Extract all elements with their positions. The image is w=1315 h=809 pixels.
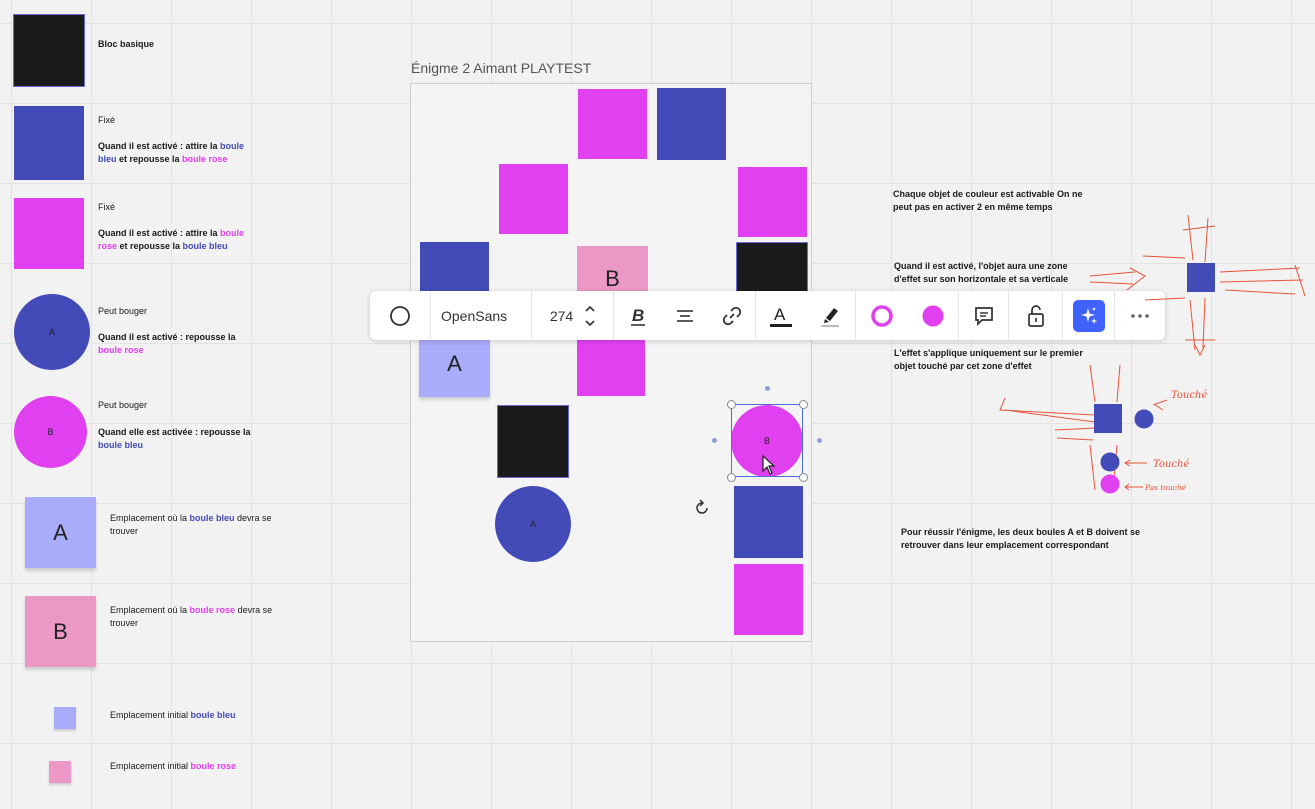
puzzle-sticky-b[interactable]: B [577,246,648,292]
legend-ball-b[interactable]: B [14,396,87,468]
legend-blue-fixed-title: Fixé [98,115,116,125]
link-icon[interactable] [716,300,748,332]
connector-dot[interactable] [817,438,822,443]
align-center-icon[interactable] [669,300,701,332]
more-icon[interactable] [1124,300,1156,332]
svg-text:B: B [632,306,644,325]
connector-dot[interactable] [712,438,717,443]
rotate-icon[interactable] [693,499,711,517]
selection-box [731,404,803,477]
legend-sticky-b[interactable]: B [25,596,96,667]
legend-pink-fixed-title: Fixé [98,202,116,212]
puzzle-pink-block[interactable] [499,164,568,234]
font-size-stepper[interactable] [585,305,595,327]
legend-initial-blue-marker[interactable] [54,707,76,729]
puzzle-ball-b-label: B [763,436,770,446]
legend-sticky-a-letter: A [53,519,68,545]
puzzle-black-block[interactable] [497,405,569,478]
resize-handle[interactable] [727,400,736,409]
puzzle-sticky-b-letter: B [605,266,620,291]
svg-text:A: A [774,305,786,324]
legend-blue-fixed-block[interactable] [14,106,84,180]
connector-dot[interactable] [765,386,770,391]
frame-title[interactable]: Énigme 2 Aimant PLAYTEST [411,60,592,76]
note-first-object[interactable]: L'effet s'applique uniquement sur le pre… [894,348,1083,371]
context-toolbar: OpenSans 274 B A [370,291,1165,340]
chevron-down-icon[interactable] [585,319,595,327]
touch-example-sketch[interactable]: Touché Touché Pas touché [995,360,1210,500]
puzzle-ball-a[interactable]: A [495,486,571,562]
puzzle-pink-block[interactable] [738,167,807,237]
legend-sticky-a[interactable]: A [25,497,96,568]
puzzle-black-block[interactable] [736,242,808,292]
highlight-icon[interactable] [814,300,846,332]
legend-ball-b-desc: Quand elle est activée : repousse la bou… [98,427,251,450]
legend-ball-a-label: A [48,327,55,337]
puzzle-ball-a-label: A [529,519,536,529]
toolbar-ai-segment [1063,291,1115,340]
note-win-condition[interactable]: Pour réussir l'énigme, les deux boules A… [901,527,1141,550]
font-family-dropdown[interactable]: OpenSans [431,291,532,340]
legend-pink-fixed-desc: Quand il est activé : attire la boule ro… [98,228,245,251]
puzzle-pink-block[interactable] [734,564,803,635]
toolbar-color-text-segment: A [756,291,856,340]
puzzle-blue-block[interactable] [657,88,726,160]
circle-shape-icon[interactable] [384,300,416,332]
toolbar-shape-color-segment [856,291,959,340]
legend-ball-a-desc: Quand il est activé : repousse la boule … [98,332,236,355]
legend-basic-block-label: Bloc basique [98,39,155,49]
sketch-touche-label-1: Touché [1171,390,1207,401]
toolbar-shape-segment [370,291,431,340]
puzzle-pink-block[interactable] [578,89,647,159]
ai-sparkle-icon[interactable] [1072,299,1105,332]
cursor-icon [762,455,776,475]
toolbar-more-segment [1115,291,1165,340]
legend-ball-a[interactable]: A [14,294,90,370]
effect-zone-sketch[interactable] [1085,210,1310,360]
legend-basic-block[interactable] [13,14,85,87]
sketch-pas-touche-label: Pas touché [1144,483,1187,492]
legend-ball-b-label: B [47,427,54,437]
legend-initial-pink-label: Emplacement initial boule rose [110,761,237,771]
legend-blue-fixed-desc: Quand il est activé : attire la boule bl… [98,141,245,164]
resize-handle[interactable] [727,473,736,482]
toolbar-lock-segment [1009,291,1063,340]
legend-ball-b-title: Peut bouger [98,400,148,410]
puzzle-sticky-a[interactable]: A [419,340,490,397]
font-size-value: 274 [549,307,574,324]
fill-color-icon[interactable] [917,300,949,332]
font-size-control[interactable]: 274 [532,291,614,340]
bold-icon[interactable]: B [622,300,654,332]
legend-sticky-b-desc: Emplacement où la boule rose devra se tr… [110,605,273,628]
toolbar-text-format-segment: B [614,291,756,340]
legend-pink-fixed-block[interactable] [14,198,84,269]
legend-sticky-a-desc: Emplacement où la boule bleu devra se tr… [110,513,272,536]
resize-handle[interactable] [799,473,808,482]
legend-initial-pink-marker[interactable] [49,761,71,783]
resize-handle[interactable] [799,400,808,409]
legend-sticky-b-letter: B [53,618,68,644]
sketch-touche-label-2: Touché [1153,459,1189,470]
font-family-value: OpenSans [441,307,508,324]
legend-ball-a-title: Peut bouger [98,306,148,316]
legend-initial-blue-label: Emplacement initial boule bleu [110,710,236,720]
chevron-up-icon[interactable] [585,305,595,313]
puzzle-blue-block[interactable] [734,486,803,558]
toolbar-comment-segment [959,291,1009,340]
text-color-icon[interactable]: A [765,300,797,332]
puzzle-sticky-a-letter: A [447,350,462,376]
border-color-icon[interactable] [866,300,898,332]
note-activable[interactable]: Chaque objet de couleur est activable On… [893,189,1083,212]
puzzle-pink-block[interactable] [577,340,645,396]
note-effect-zone[interactable]: Quand il est activé, l'objet aura une zo… [894,261,1069,284]
puzzle-blue-block[interactable] [420,242,489,292]
lock-icon[interactable] [1020,300,1052,332]
comment-icon[interactable] [968,300,1000,332]
